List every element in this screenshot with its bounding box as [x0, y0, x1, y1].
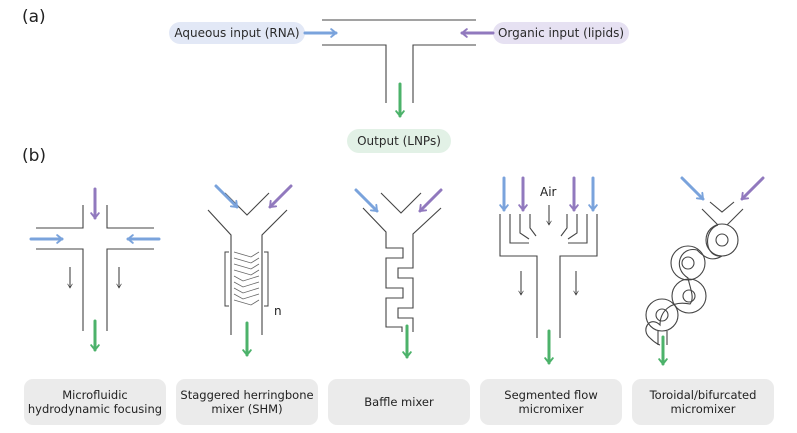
- herringbone-groove: [233, 263, 260, 270]
- hydrodynamic-focusing-diagram: [29, 187, 161, 352]
- aqueous-input-label: Aqueous input (RNA): [169, 22, 305, 44]
- mixer-label-card: Segmented flow micromixer: [480, 379, 622, 425]
- panel-b-label: (b): [22, 146, 47, 166]
- herringbone-groove: [233, 251, 260, 258]
- t-junction-channel: [322, 19, 476, 103]
- organic-input-label: Organic input (lipids): [493, 22, 629, 44]
- segmented-flow-diagram: [499, 176, 598, 365]
- herringbone-groove: [233, 275, 260, 282]
- herringbone-groove: [233, 293, 260, 300]
- herringbone-groove: [233, 281, 260, 288]
- toroidal-mixer-diagram: [645, 176, 765, 366]
- repeat-count-label: n: [274, 304, 282, 318]
- herringbone-groove: [233, 269, 260, 276]
- output-label: Output (LNPs): [347, 129, 451, 153]
- baffle-mixer-diagram: [354, 188, 443, 359]
- herringbone-groove: [233, 299, 260, 306]
- mixer-label-card: Staggered herringbone mixer (SHM): [176, 379, 318, 425]
- mixer-label-card: Microfluidic hydrodynamic focusing: [24, 379, 166, 425]
- herringbone-groove: [233, 287, 260, 294]
- mixer-label-card: Baffle mixer: [328, 379, 470, 425]
- herringbone-mixer-diagram: [207, 184, 293, 357]
- mixer-label-card: Toroidal/bifurcated micromixer: [632, 379, 774, 425]
- panel-a-label: (a): [22, 7, 46, 27]
- herringbone-groove: [233, 257, 260, 264]
- air-label: Air: [540, 185, 557, 199]
